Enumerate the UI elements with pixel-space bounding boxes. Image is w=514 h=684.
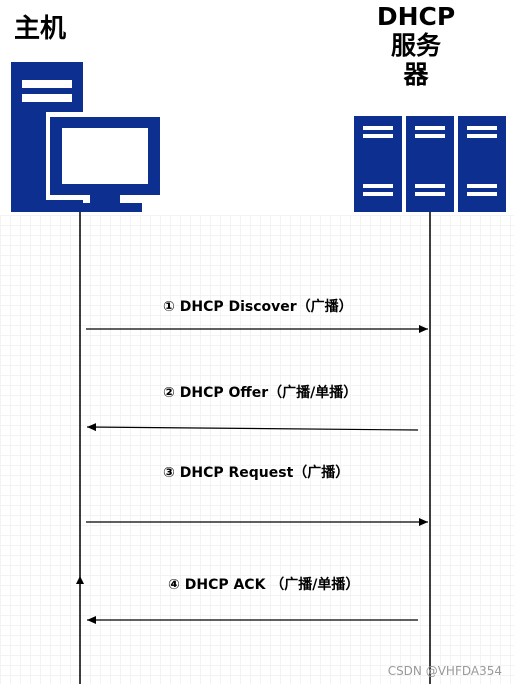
message-discover: ① DHCP Discover（广播） (163, 299, 353, 315)
host-lifeline-arrowhead (76, 576, 84, 584)
message-offer: ② DHCP Offer（广播/单播） (163, 385, 358, 401)
offer-arrow (86, 423, 419, 432)
desktop-computer-icon (11, 62, 166, 212)
watermark: CSDN @VHFDA354 (387, 664, 502, 678)
server-label: DHCP 服务 器 (368, 2, 464, 89)
server-label-line-1: DHCP (376, 2, 456, 31)
server-label-line-2: 服务 (390, 31, 441, 60)
message-request: ③ DHCP Request（广播） (163, 465, 350, 481)
server-rack-icon (354, 116, 506, 212)
host-label: 主机 (14, 14, 67, 44)
server-label-line-3: 器 (403, 60, 429, 89)
message-ack: ④ DHCP ACK （广播/单播） (168, 577, 360, 593)
background-grid (0, 215, 514, 684)
